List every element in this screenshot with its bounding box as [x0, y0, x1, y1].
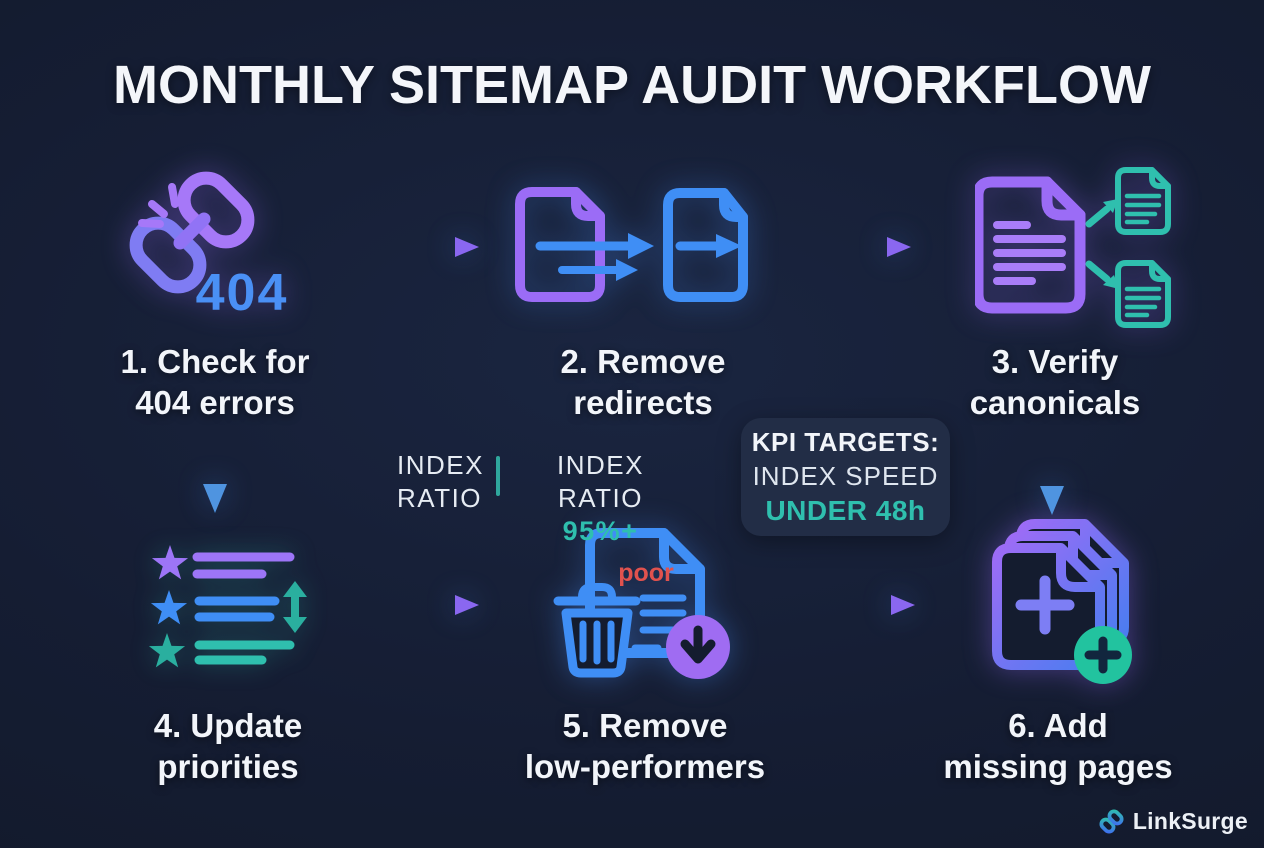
- break-spark-lines: [138, 183, 179, 228]
- page-title: MONTHLY SITEMAP AUDIT WORKFLOW: [113, 55, 1151, 115]
- metric-left-line1: INDEX: [397, 450, 484, 480]
- broken-link-404-icon: 404: [129, 171, 289, 315]
- kpi-targets-box: KPI TARGETS: INDEX SPEED UNDER 48h: [741, 418, 950, 536]
- redirect-arrows: [535, 241, 723, 274]
- metric-right-value: 95%+: [562, 516, 639, 546]
- kpi-target-value: UNDER 48h: [765, 495, 926, 526]
- source-document: [515, 187, 605, 302]
- step6-label: 6. Add missing pages: [893, 705, 1223, 787]
- trash-low-performer-icon: poor: [553, 528, 730, 679]
- star-icon: [151, 545, 189, 580]
- duplicate-document-1: [1118, 170, 1168, 232]
- arrow-step2-to-step3: [788, 237, 911, 257]
- arrow-step1-to-step2: [360, 237, 479, 257]
- poor-tag: poor: [618, 559, 674, 587]
- priority-list-lines: [192, 552, 295, 665]
- metric-right-label: INDEX RATIO: [557, 450, 644, 513]
- step4-label-line1: 4. Update: [153, 707, 303, 744]
- target-document: [663, 188, 748, 302]
- star-icon: [148, 633, 186, 668]
- step3-label: 3. Verify canonicals: [890, 341, 1220, 423]
- trash-icon: [553, 583, 641, 678]
- duplicate-document-2: [1118, 263, 1168, 325]
- reorder-arrow-icon: [283, 581, 307, 633]
- redirect-documents-icon: [515, 187, 748, 302]
- step1-label: 1. Check for 404 errors: [50, 341, 380, 423]
- 404-badge: 404: [196, 264, 289, 315]
- metric-left-line2: RATIO: [397, 483, 483, 513]
- step6-label-line1: 6. Add: [1008, 707, 1108, 744]
- kpi-metric: INDEX SPEED: [752, 461, 939, 491]
- step4-label-line2: priorities: [157, 748, 299, 785]
- brand-name: LinkSurge: [1132, 808, 1248, 834]
- step2-label-line1: 2. Remove: [560, 343, 726, 380]
- chain-link-icon: [1099, 809, 1124, 834]
- step2-label: 2. Remove redirects: [478, 341, 808, 423]
- canonical-documents-icon: [975, 158, 1190, 343]
- step3-label-line1: 3. Verify: [991, 343, 1119, 380]
- step5-label-line2: low-performers: [524, 748, 766, 785]
- canonical-main-document: [975, 176, 1086, 314]
- add-circle-icon: [1074, 626, 1132, 684]
- brand-logo: LinkSurge: [1098, 808, 1248, 835]
- kpi-title: KPI TARGETS:: [751, 427, 940, 457]
- page-plus-sign: [1015, 575, 1075, 635]
- document-text-lines: [993, 221, 1066, 285]
- priority-star-list-icon: [148, 545, 307, 668]
- step1-label-line2: 404 errors: [135, 384, 295, 421]
- arrow-step3-to-step6: [1040, 432, 1064, 515]
- step2-label-line2: redirects: [573, 384, 713, 421]
- index-ratio-right-metric: INDEX RATIO 95%+: [518, 449, 683, 548]
- demote-arrow-icon: [666, 615, 730, 679]
- star-icon: [150, 590, 188, 625]
- arrow-step4-to-step5: [360, 595, 479, 615]
- metric-divider: [496, 456, 500, 496]
- step3-label-line2: canonicals: [969, 384, 1141, 421]
- step5-label-line1: 5. Remove: [562, 707, 728, 744]
- step5-label: 5. Remove low-performers: [480, 705, 810, 787]
- step4-label: 4. Update priorities: [63, 705, 393, 787]
- step6-label-line2: missing pages: [943, 748, 1173, 785]
- index-ratio-left-metric: INDEX RATIO: [397, 449, 484, 515]
- arrow-step1-to-step4: [203, 432, 227, 513]
- canonical-arrows: [1085, 205, 1111, 283]
- step1-label-line1: 1. Check for: [120, 343, 310, 380]
- add-pages-icon: [985, 515, 1132, 684]
- arrow-step5-to-step6: [788, 595, 915, 615]
